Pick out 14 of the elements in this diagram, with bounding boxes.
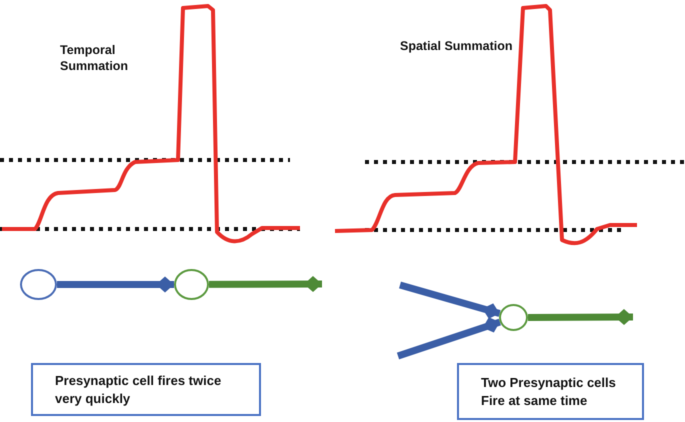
axon-connector xyxy=(528,309,634,326)
caption-box xyxy=(457,363,644,420)
caption-text: Two Presynaptic cells Fire at same time xyxy=(481,374,617,410)
axon-connector xyxy=(208,276,322,292)
axon-connector xyxy=(396,317,501,360)
graph-title: Spatial Summation xyxy=(400,38,514,54)
graph-title: Temporal Summation xyxy=(60,42,130,74)
neuron-cell-body xyxy=(20,269,57,300)
axon-connector xyxy=(57,276,174,292)
caption-box xyxy=(31,363,261,416)
neuron-cell-body xyxy=(174,269,209,300)
caption-text: Presynaptic cell fires twice very quickly xyxy=(55,372,222,408)
neuron-cell-body xyxy=(499,304,528,331)
axon-connector xyxy=(399,282,501,319)
